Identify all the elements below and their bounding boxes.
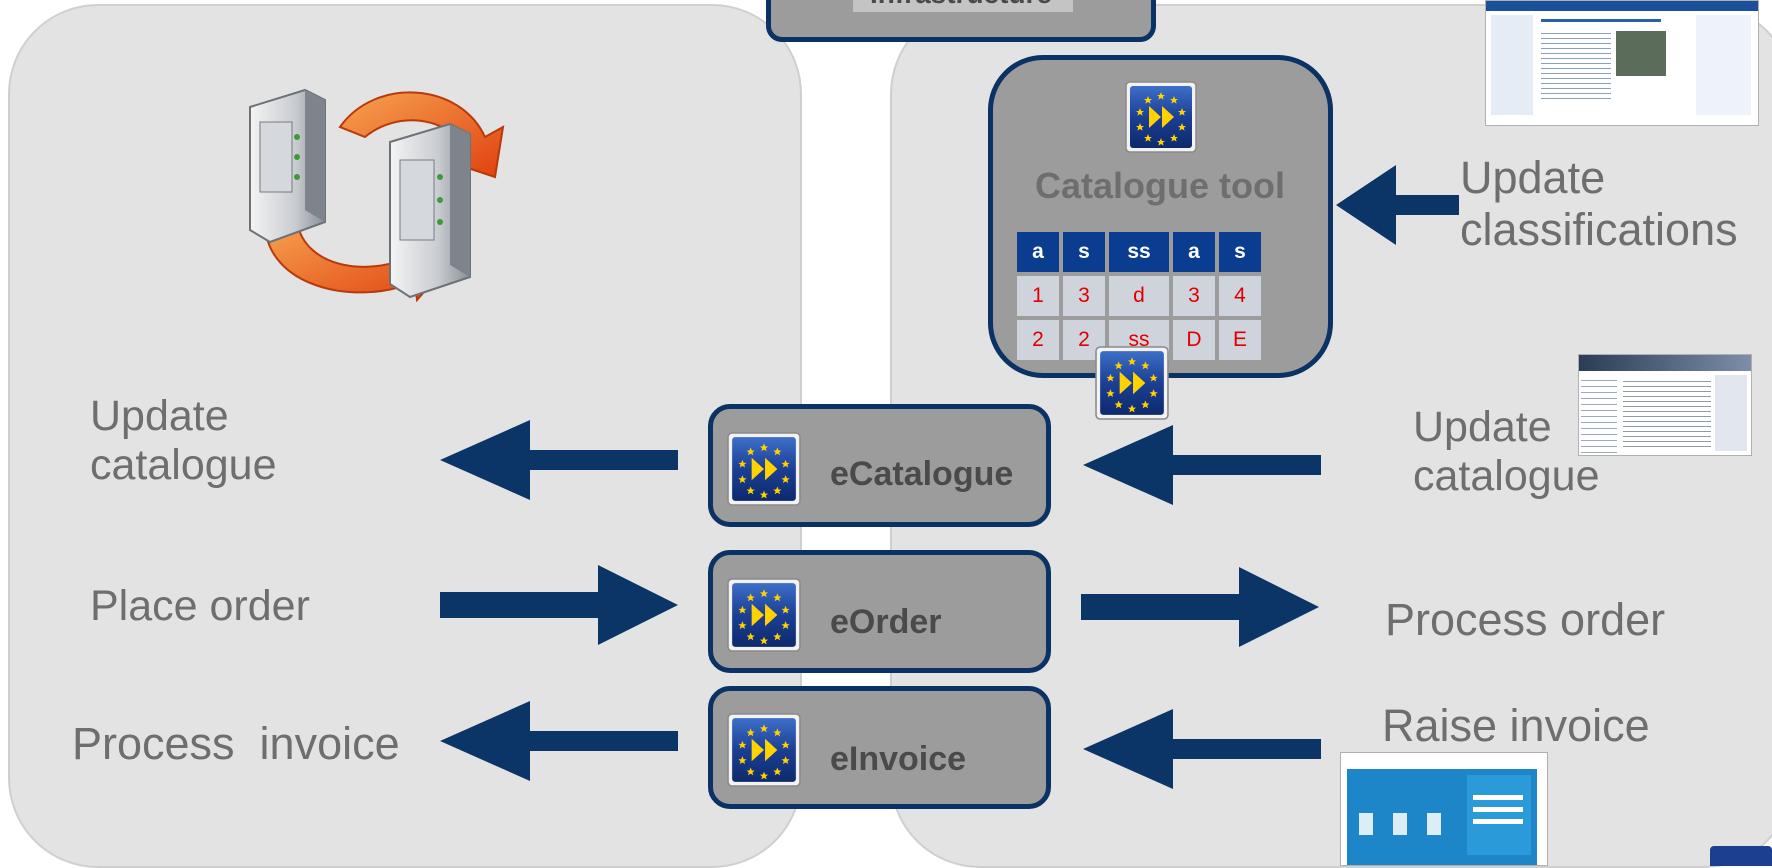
table-header-cell: a <box>1017 232 1059 272</box>
infrastructure-box: Infrastructure <box>766 0 1156 42</box>
right-arrow-icon <box>1081 567 1319 647</box>
eu-forward-logo-icon <box>1710 846 1772 866</box>
eorder-label: eOrder <box>830 603 942 641</box>
table-row: 1 3 d 3 4 <box>1017 276 1261 316</box>
left-update-catalogue-label: Update catalogue <box>90 392 277 490</box>
left-arrow-icon <box>1336 165 1459 245</box>
catalogue-tool-title: Catalogue tool <box>1035 165 1285 206</box>
update-classifications-label: Update classifications <box>1460 152 1738 255</box>
table-cell: 3 <box>1063 276 1105 316</box>
eu-forward-logo-icon <box>1095 346 1169 420</box>
ecatalogue-label: eCatalogue <box>830 455 1014 493</box>
table-row: 2 2 ss D E <box>1017 320 1261 360</box>
eu-forward-logo-icon <box>727 713 801 787</box>
table-cell: 3 <box>1173 276 1215 316</box>
catalogue-table: a s ss a s 1 3 d 3 4 2 2 ss D E <box>1013 228 1265 364</box>
table-cell: E <box>1219 320 1261 360</box>
left-arrow-icon <box>1083 425 1321 505</box>
left-arrow-icon <box>1083 709 1321 789</box>
table-header-cell: a <box>1173 232 1215 272</box>
process-order-label: Process order <box>1385 594 1666 645</box>
webpage-screenshot-icon <box>1578 354 1752 456</box>
left-arrow-icon <box>440 701 678 781</box>
table-header-cell: s <box>1063 232 1105 272</box>
webpage-screenshot-icon <box>1485 0 1759 126</box>
eu-forward-logo-icon <box>727 578 801 652</box>
table-cell: D <box>1173 320 1215 360</box>
left-arrow-icon <box>440 420 678 500</box>
table-cell: 4 <box>1219 276 1261 316</box>
infrastructure-label: Infrastructure <box>771 0 1151 10</box>
right-arrow-icon <box>440 565 678 645</box>
webpage-screenshot-icon <box>1340 752 1548 866</box>
catalogue-table-header: a s ss a s <box>1017 232 1261 272</box>
table-header-cell: ss <box>1109 232 1169 272</box>
eu-forward-logo-icon <box>727 432 801 506</box>
table-cell: 2 <box>1017 320 1059 360</box>
table-header-cell: s <box>1219 232 1261 272</box>
place-order-label: Place order <box>90 582 310 630</box>
right-update-catalogue-label: Update catalogue <box>1413 403 1600 501</box>
server-sync-icon <box>249 88 505 303</box>
table-cell: 1 <box>1017 276 1059 316</box>
eu-forward-logo-icon <box>1125 81 1197 153</box>
raise-invoice-label: Raise invoice <box>1382 700 1650 751</box>
process-invoice-label: Process invoice <box>72 718 400 769</box>
table-cell: d <box>1109 276 1169 316</box>
einvoice-label: eInvoice <box>830 740 967 778</box>
